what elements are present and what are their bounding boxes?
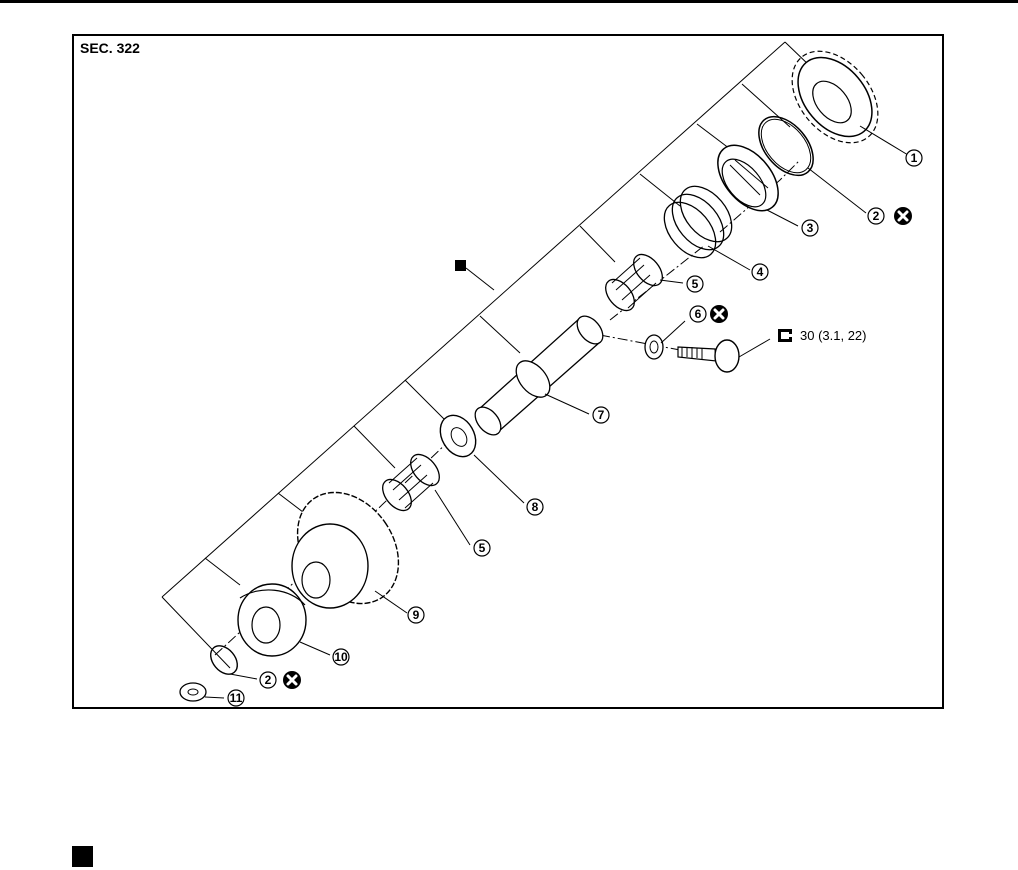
part-number-4: 4 xyxy=(752,264,768,280)
part-number-text: 4 xyxy=(757,265,764,279)
part-number-11: 11 xyxy=(228,690,244,706)
part-number-text: 8 xyxy=(532,500,539,514)
part-number-6: 6 xyxy=(690,306,706,322)
part-number-10: 10 xyxy=(333,649,349,665)
torque-spec-label: 30 (3.1, 22) xyxy=(800,328,867,343)
part-number-text: 11 xyxy=(230,691,243,705)
part-number-text: 5 xyxy=(479,541,486,555)
gear-part-1 xyxy=(775,35,895,160)
synchronizer-hub-part-3 xyxy=(706,134,790,222)
torque-wrench-icon xyxy=(778,329,792,342)
part-number-text: 9 xyxy=(413,608,420,622)
washer-part-6 xyxy=(645,335,663,359)
part-number-9: 9 xyxy=(408,607,424,623)
part-number-5: 5 xyxy=(687,276,703,292)
part-number-8: 8 xyxy=(527,499,543,515)
part-number-7: 7 xyxy=(593,407,609,423)
part-number-text: 7 xyxy=(598,408,605,422)
part-number-text: 10 xyxy=(334,650,348,664)
bearing-part-10 xyxy=(238,584,306,656)
snap-ring-part-2-lower xyxy=(205,641,242,680)
assembly-marker-icon xyxy=(455,260,466,271)
bolt xyxy=(678,339,770,372)
part-number-text: 6 xyxy=(695,307,702,321)
do-not-reuse-icon xyxy=(283,671,301,689)
part-number-text: 2 xyxy=(873,209,880,223)
part-number-text: 3 xyxy=(807,221,814,235)
part-number-2: 2 xyxy=(868,208,884,224)
part-number-5: 5 xyxy=(474,540,490,556)
leader-lines xyxy=(205,126,908,698)
part-number-3: 3 xyxy=(802,220,818,236)
needle-bearing-part-5-lower xyxy=(377,449,445,516)
part-number-text: 5 xyxy=(692,277,699,291)
part-number-text: 1 xyxy=(911,151,918,165)
part-number-2: 2 xyxy=(260,672,276,688)
needle-bearing-part-5-upper xyxy=(600,249,668,316)
do-not-reuse-icon xyxy=(710,305,728,323)
part-number-text: 2 xyxy=(265,673,272,687)
assembly-marker-legend-icon xyxy=(72,846,93,867)
part-labels: 1 2 3 4 5 6 7 8 5 9 10 2 11 xyxy=(228,150,922,706)
washer-part-11 xyxy=(180,683,206,701)
shaft-part-7 xyxy=(470,311,608,439)
do-not-reuse-icon xyxy=(894,207,912,225)
part-number-1: 1 xyxy=(906,150,922,166)
